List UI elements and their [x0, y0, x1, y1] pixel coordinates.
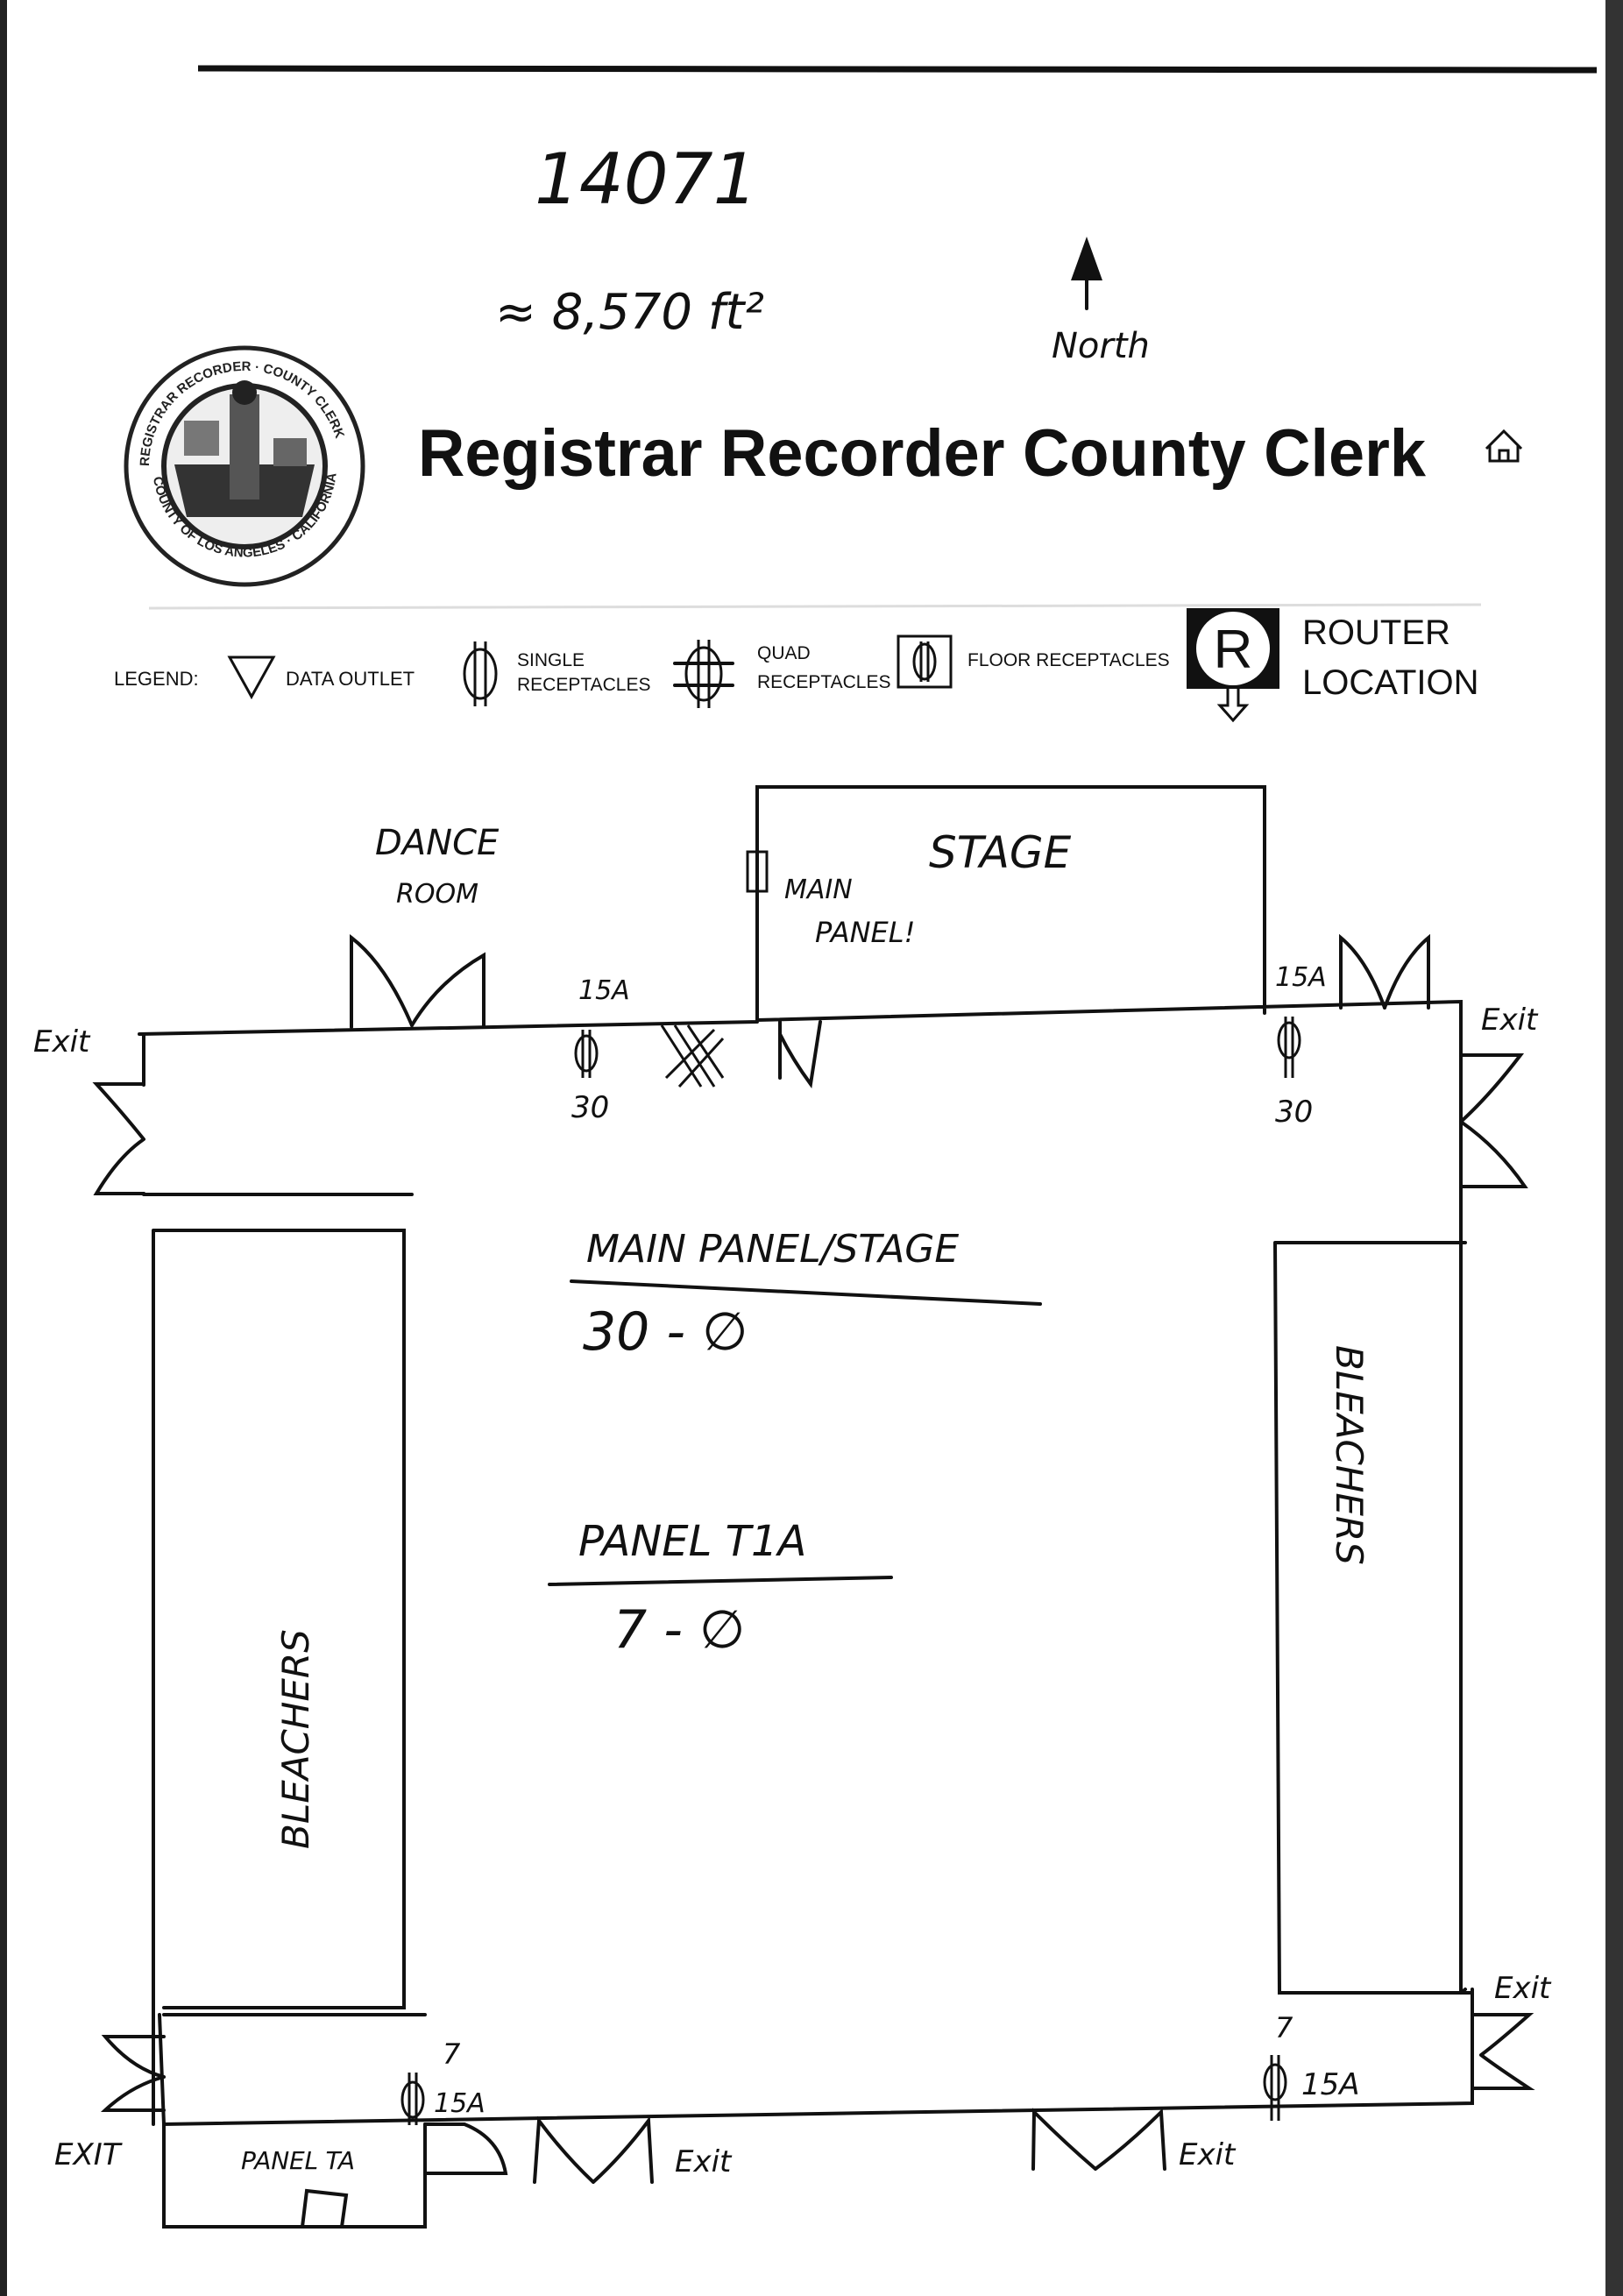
exit-label: Exit — [33, 1024, 91, 1059]
panel-t1a-label: PANEL T1A — [578, 1517, 806, 1566]
circuit-label: 7 — [443, 2037, 461, 2071]
legend-data-outlet: DATA OUTLET — [286, 668, 415, 690]
document-number: 14071 — [535, 138, 758, 220]
svg-text:R: R — [1214, 620, 1253, 680]
floor-receptacle-icon — [897, 634, 953, 689]
amp-label: 15A — [578, 975, 630, 1006]
underline — [570, 1279, 1042, 1306]
circuit-label: 30 — [1275, 1095, 1313, 1130]
exit-label: Exit — [1179, 2137, 1237, 2172]
scan-edge-right — [1605, 0, 1623, 2296]
dance-room-label-2: ROOM — [396, 879, 478, 910]
main-panel-stage-label: MAIN PANEL/STAGE — [586, 1227, 959, 1272]
stage-label: STAGE — [929, 827, 1072, 878]
main-panel-label-2: PANEL! — [815, 916, 915, 949]
building-walls — [138, 785, 1474, 2229]
legend-quad-1: QUAD — [757, 643, 811, 663]
main-panel-value: 30 - ∅ — [583, 1301, 748, 1363]
single-receptacle-icon — [574, 1030, 599, 1078]
home-icon[interactable] — [1485, 429, 1523, 463]
north-arrow-icon — [1071, 237, 1102, 310]
main-panel-label: MAIN — [784, 875, 853, 905]
amp-label: 15A — [1301, 2067, 1360, 2102]
panel-ta-label: PANEL TA — [241, 2146, 355, 2175]
single-receptacle-icon — [463, 641, 498, 706]
amp-label: 15A — [434, 2088, 485, 2119]
exit-label: Exit — [1494, 1971, 1552, 2006]
single-receptacle-icon — [1277, 1017, 1301, 1078]
scan-edge-left — [0, 0, 7, 2296]
underline — [548, 1576, 893, 1586]
circuit-label: 7 — [1275, 2011, 1293, 2044]
exit-label: Exit — [675, 2144, 733, 2179]
legend-label: LEGEND: — [114, 668, 199, 690]
quad-receptacle-icon — [673, 640, 734, 708]
page-title: Registrar Recorder County Clerk — [418, 416, 1427, 491]
county-seal-logo: REGISTRAR RECORDER · COUNTY CLERK COUNTY… — [124, 345, 365, 587]
bleachers-left-label: BLEACHERS — [274, 1629, 317, 1849]
dance-room-label: DANCE — [375, 823, 500, 863]
area-label: ≈ 8,570 ft² — [495, 284, 764, 341]
legend-floor: FLOOR RECEPTACLES — [967, 650, 1170, 670]
top-border-line — [197, 65, 1598, 74]
single-receptacle-icon — [1263, 2055, 1287, 2121]
circuit-label: 30 — [571, 1090, 609, 1125]
panel-t1a-value: 7 - ∅ — [613, 1599, 745, 1661]
hatched-panel — [660, 1024, 725, 1088]
data-outlet-icon — [227, 655, 276, 700]
legend-router-1: ROUTER — [1302, 613, 1450, 652]
single-receptacle-icon — [400, 2073, 425, 2125]
legend-quad-2: RECEPTACLES — [757, 672, 891, 692]
exit-label: Exit — [1481, 1003, 1539, 1038]
amp-label: 15A — [1275, 962, 1327, 993]
legend-router-2: LOCATION — [1302, 663, 1479, 702]
door-swings — [92, 933, 1535, 2229]
exit-label: EXIT — [54, 2137, 123, 2172]
router-icon: R — [1187, 608, 1279, 723]
north-label: North — [1052, 326, 1150, 366]
legend-single-1: SINGLE — [517, 650, 585, 670]
bleachers-right-label: BLEACHERS — [1328, 1345, 1371, 1565]
divider — [148, 603, 1482, 610]
legend-single-2: RECEPTACLES — [517, 675, 651, 695]
